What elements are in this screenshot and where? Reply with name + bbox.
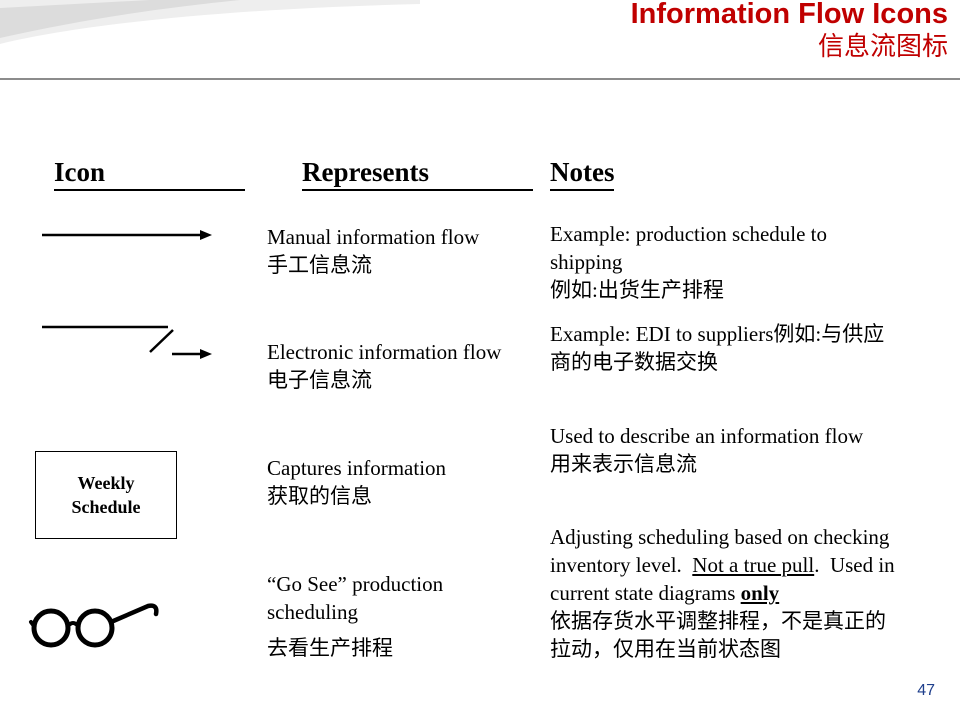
row-1-notes: Example: production schedule to shipping… (550, 220, 827, 304)
row-1-represents: Manual information flow 手工信息流 (267, 223, 479, 279)
header-swoosh (0, 0, 420, 44)
row-1-notes-line-1: Example: production schedule to (550, 222, 828, 246)
column-header-icon: Icon (54, 159, 245, 191)
row-2-notes-line-1: Example: EDI to suppliers例如:与供应 (550, 322, 885, 346)
manual-flow-arrow-icon (42, 230, 212, 240)
row-4-represents: “Go See” production scheduling 去看生产排程 (267, 570, 443, 662)
row-3-represents-en: Captures information (267, 456, 447, 480)
row-4-represents-zh: 去看生产排程 (267, 636, 393, 660)
row-4-represents-en-1: “Go See” production (267, 572, 444, 596)
row-4-notes-line-1: Adjusting scheduling based on checking (550, 525, 890, 549)
row-4-notes: Adjusting scheduling based on checking i… (550, 523, 895, 663)
only-emphasis: only (740, 581, 780, 605)
row-1-represents-en: Manual information flow (267, 225, 480, 249)
row-3-notes-line-1: Used to describe an information flow (550, 424, 864, 448)
row-4-notes-line-4: 依据存货水平调整排程，不是真正的 (550, 609, 886, 633)
schedule-box-label-1: Weekly (77, 473, 135, 493)
row-4-notes-line-2c: . Used in (814, 553, 895, 577)
header-divider (0, 78, 960, 80)
row-3-notes: Used to describe an information flow 用来表… (550, 422, 863, 478)
row-2-represents-en: Electronic information flow (267, 340, 502, 364)
row-4-notes-line-2a: inventory level. (550, 553, 693, 577)
page-number: 47 (917, 682, 935, 699)
row-4-represents-en-2: scheduling (267, 600, 358, 624)
not-true-pull-emphasis: Not a true pull (692, 553, 815, 577)
schedule-box-icon: Weekly Schedule (35, 451, 177, 539)
glasses-icon (29, 603, 159, 648)
column-header-notes: Notes (550, 157, 615, 191)
row-4-notes-line-2: inventory level. Not a true pull. Used i… (550, 551, 895, 579)
column-header-notes-label: Notes (550, 157, 615, 187)
row-4-notes-line-3: current state diagrams only (550, 579, 895, 607)
column-header-represents-label: Represents (302, 157, 429, 187)
row-2-represents-zh: 电子信息流 (267, 368, 372, 392)
row-3-notes-line-2: 用来表示信息流 (550, 452, 697, 476)
schedule-box-label-2: Schedule (71, 497, 141, 517)
row-1-notes-line-3: 例如:出货生产排程 (550, 278, 724, 302)
row-3-represents-zh: 获取的信息 (267, 484, 372, 508)
row-1-represents-zh: 手工信息流 (267, 253, 372, 277)
electronic-flow-arrow-icon (42, 325, 212, 359)
row-2-notes-line-2: 商的电子数据交换 (550, 350, 718, 374)
row-4-notes-line-3a: current state diagrams (550, 581, 741, 605)
slide-title: Information Flow Icons (630, 0, 948, 30)
column-header-icon-label: Icon (54, 157, 106, 187)
row-2-notes: Example: EDI to suppliers例如:与供应 商的电子数据交换 (550, 320, 884, 376)
row-4-notes-line-5: 拉动，仅用在当前状态图 (550, 637, 781, 661)
column-header-represents: Represents (302, 159, 533, 191)
row-2-represents: Electronic information flow 电子信息流 (267, 338, 501, 394)
slide-title-chinese: 信息流图标 (817, 32, 948, 62)
row-3-represents: Captures information 获取的信息 (267, 454, 446, 510)
row-1-notes-line-2: shipping (550, 250, 623, 274)
